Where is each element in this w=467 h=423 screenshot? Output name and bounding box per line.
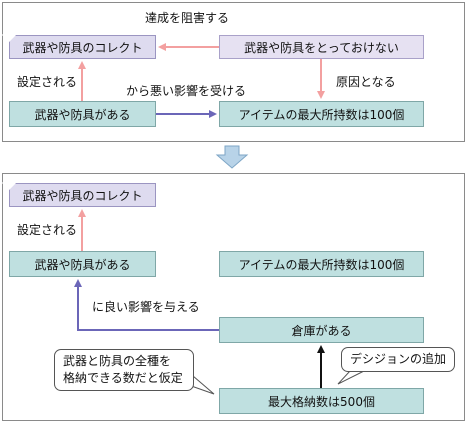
has-equipment-node-bottom-text: 武器や防具がある <box>34 257 131 272</box>
callout-decision: デシジョンの追加 <box>341 347 455 372</box>
goal-node-top-text: 武器や防具のコレクト <box>22 40 143 55</box>
cannot-keep-node-text: 武器や防具をとっておけない <box>244 40 399 55</box>
callout-assumption-line2: 格納できる数だと仮定 <box>63 371 183 385</box>
max-storage-node-text: 最大格納数は500個 <box>268 394 375 409</box>
label-good-influence: に良い影響を与える <box>92 300 200 314</box>
label-bad-influence: から悪い影響を受ける <box>126 84 247 98</box>
label-set-bottom: 設定される <box>17 223 78 237</box>
goal-node-bottom-text: 武器や防具のコレクト <box>22 188 143 203</box>
goal-node-bottom[interactable]: 武器や防具のコレクト <box>9 183 156 207</box>
has-equipment-node-top[interactable]: 武器や防具がある <box>9 101 156 127</box>
label-cause: 原因となる <box>336 75 396 89</box>
item-limit-node-bottom[interactable]: アイテムの最大所持数は100個 <box>219 251 424 277</box>
has-equipment-node-bottom[interactable]: 武器や防具がある <box>9 251 156 277</box>
label-hinder: 達成を阻害する <box>145 11 230 25</box>
arrow-good-influence <box>74 279 219 331</box>
item-limit-node-top[interactable]: アイテムの最大所持数は100個 <box>219 101 424 127</box>
max-storage-node[interactable]: 最大格納数は500個 <box>219 388 424 414</box>
warehouse-node-text: 倉庫がある <box>291 323 352 338</box>
callout-decision-tail <box>337 370 365 385</box>
callout-decision-text: デシジョンの追加 <box>350 352 447 366</box>
item-limit-node-top-text: アイテムの最大所持数は100個 <box>238 107 405 122</box>
warehouse-node[interactable]: 倉庫がある <box>219 317 424 343</box>
has-equipment-node-top-text: 武器や防具がある <box>34 107 131 122</box>
callout-assumption-line1: 武器と防具の全種を <box>63 354 172 368</box>
transition-down-arrow <box>215 145 249 169</box>
goal-node-top[interactable]: 武器や防具のコレクト <box>9 35 156 59</box>
cannot-keep-node[interactable]: 武器や防具をとっておけない <box>219 35 424 59</box>
callout-assumption: 武器と防具の全種を 格納できる数だと仮定 <box>54 349 194 391</box>
label-set-top: 設定される <box>17 75 78 89</box>
item-limit-node-bottom-text: アイテムの最大所持数は100個 <box>238 257 405 272</box>
